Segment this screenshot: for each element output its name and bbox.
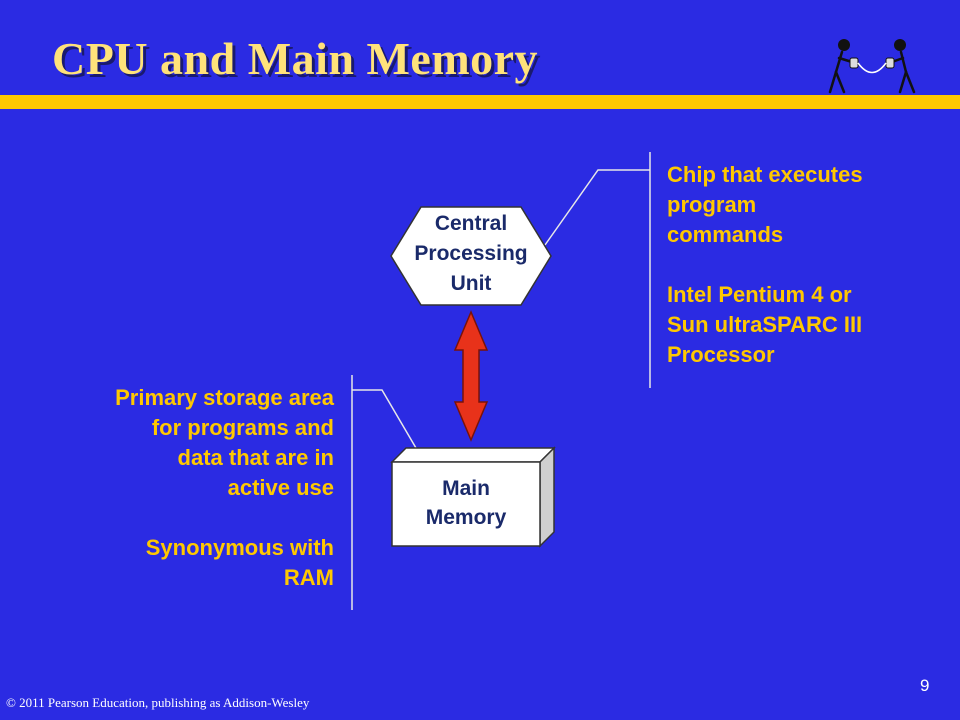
cpu-description-line: commands	[667, 222, 784, 247]
cpu-label-line: Central	[434, 212, 508, 235]
page-number: 9	[920, 676, 930, 695]
memory-label-line: Memory	[425, 506, 507, 529]
cpu-description: Chip that executes program commands Inte…	[667, 160, 927, 370]
memory-synonym-line: Synonymous with	[145, 535, 334, 560]
cpu-example-line: Intel Pentium 4 or	[667, 282, 852, 307]
copyright-footer: © 2011 Pearson Education, publishing as …	[6, 695, 310, 710]
cpu-label: Central Processing Unit	[389, 209, 553, 299]
cpu-hexagon	[390, 206, 552, 306]
cpu-label-line: Unit	[450, 272, 492, 295]
cpu-callout-connector	[544, 169, 650, 246]
cpu-example-line: Processor	[667, 342, 775, 367]
cpu-description-line: Chip that executes	[667, 162, 863, 187]
memory-description-line: active use	[227, 475, 334, 500]
slide-title: CPU and Main Memory	[52, 33, 539, 84]
memory-description: Primary storage area for programs and da…	[40, 383, 334, 593]
main-memory-box	[390, 446, 556, 548]
memory-description-line: for programs and	[151, 415, 334, 440]
memory-synonym-line: RAM	[283, 565, 334, 590]
cpu-memory-double-arrow	[453, 310, 489, 442]
cpu-example-line: Sun ultraSPARC III	[667, 312, 863, 337]
main-memory-label: Main Memory	[392, 474, 540, 532]
cpu-label-line: Processing	[414, 242, 528, 265]
memory-label-line: Main	[442, 477, 490, 500]
memory-callout-connector	[352, 389, 417, 449]
title-underline-bar	[0, 95, 960, 109]
two-people-talking-icon	[828, 39, 916, 94]
cpu-description-line: program	[667, 192, 757, 217]
memory-description-line: data that are in	[177, 445, 334, 470]
memory-description-line: Primary storage area	[115, 385, 334, 410]
